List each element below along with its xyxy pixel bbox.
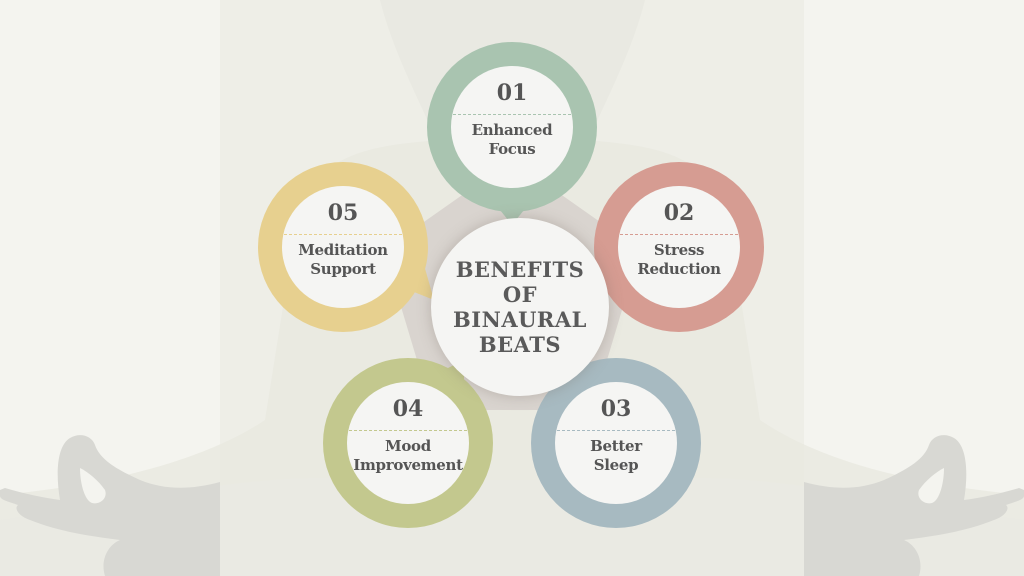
divider (620, 234, 738, 235)
benefit-node-03: 03 Better Sleep (531, 358, 701, 528)
benefit-node-04: 04 Mood Improvement (323, 358, 493, 528)
benefit-node-inner: 05 Meditation Support (282, 186, 404, 308)
benefit-node-inner: 02 Stress Reduction (618, 186, 740, 308)
benefit-label: Mood Improvement (353, 437, 463, 474)
divider (284, 234, 402, 235)
benefit-label: Meditation Support (298, 241, 388, 278)
benefit-node-05: 05 Meditation Support (258, 162, 428, 332)
benefit-node-inner: 04 Mood Improvement (347, 382, 469, 504)
benefit-label: Stress Reduction (637, 241, 721, 278)
benefit-number: 02 (663, 200, 695, 226)
hub-circle: BENEFITS OF BINAURAL BEATS (431, 218, 609, 396)
hub-title: BENEFITS OF BINAURAL BEATS (453, 257, 587, 357)
benefit-node-02: 02 Stress Reduction (594, 162, 764, 332)
benefit-node-inner: 01 Enhanced Focus (451, 66, 573, 188)
divider (557, 430, 675, 431)
benefit-node-01: 01 Enhanced Focus (427, 42, 597, 212)
benefit-label: Enhanced Focus (471, 121, 553, 158)
benefit-number: 05 (327, 200, 359, 226)
left-hand-icon (0, 435, 220, 576)
benefit-number: 04 (392, 396, 424, 422)
benefit-number: 03 (600, 396, 632, 422)
benefit-node-inner: 03 Better Sleep (555, 382, 677, 504)
right-hand-icon (804, 435, 1024, 576)
divider (453, 114, 571, 115)
divider (349, 430, 467, 431)
benefit-number: 01 (496, 80, 528, 106)
benefit-label: Better Sleep (590, 437, 642, 474)
